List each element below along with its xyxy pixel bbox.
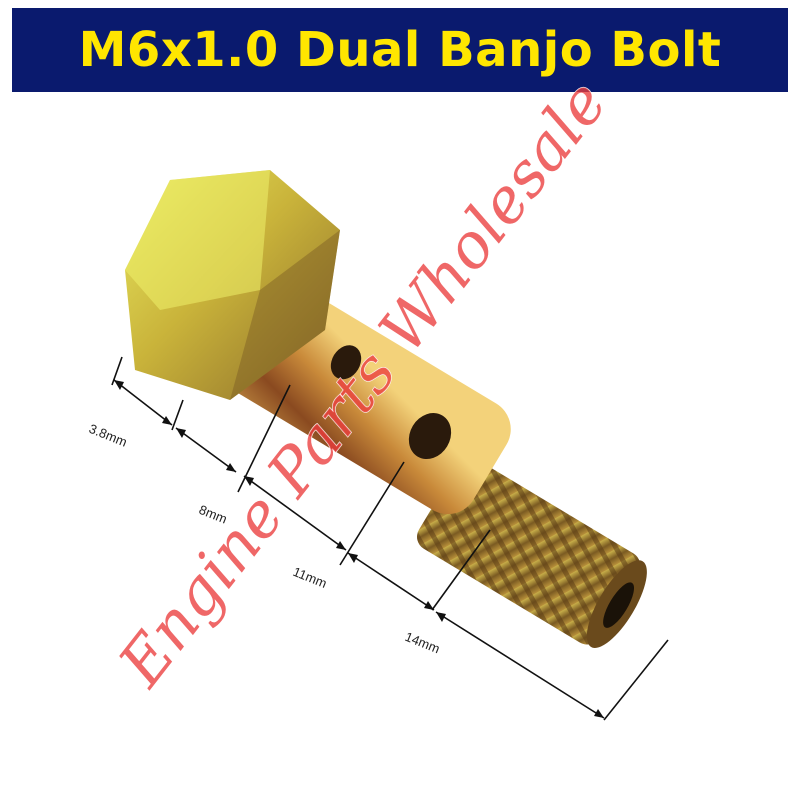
extension-line-5	[431, 529, 491, 611]
product-title: M6x1.0 Dual Banjo Bolt	[78, 22, 722, 78]
banjo-hole-2	[408, 413, 452, 460]
dimension-arrow-4	[347, 552, 435, 611]
dimension-arrow-5	[435, 611, 605, 719]
extension-line-2	[171, 399, 184, 431]
bolt-thread	[416, 457, 641, 645]
dimension-arrow-3	[243, 475, 347, 551]
extension-line-4	[339, 461, 405, 566]
dimension-label-11mm: 11mm	[291, 564, 329, 591]
extension-line-1	[111, 356, 123, 386]
dimension-arrow-1	[113, 379, 173, 426]
title-banner: M6x1.0 Dual Banjo Bolt	[12, 8, 788, 92]
extension-line-6	[603, 639, 669, 721]
dimension-arrow-2	[175, 427, 237, 473]
banjo-bolt	[125, 170, 647, 648]
banjo-hole-1	[330, 345, 362, 380]
bolt-bore-opening	[603, 582, 635, 628]
arrow-heads	[114, 380, 604, 718]
dimension-lines	[111, 356, 669, 721]
dimension-label-3-8mm: 3.8mm	[87, 421, 129, 450]
dimension-label-14mm: 14mm	[403, 629, 442, 656]
extension-line-3	[237, 384, 291, 493]
